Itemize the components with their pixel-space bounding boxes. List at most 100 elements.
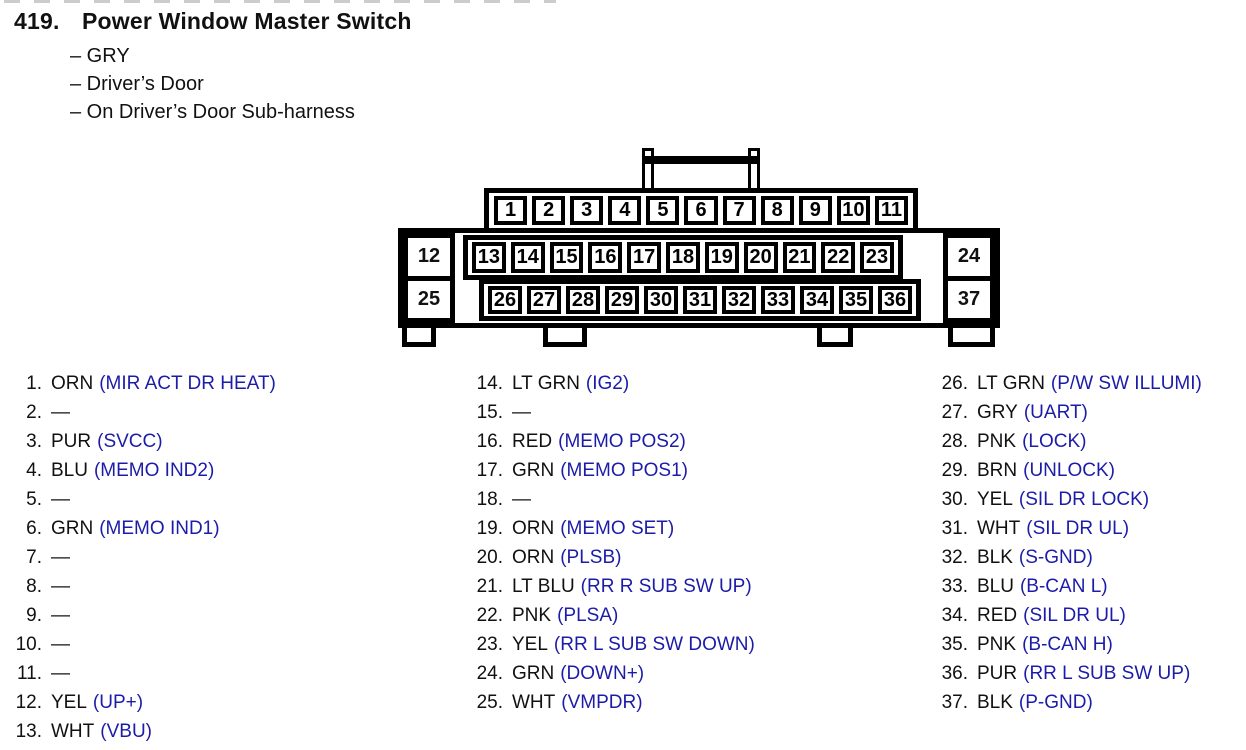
pin-number: 36 xyxy=(883,288,907,311)
wire-color: GRN xyxy=(512,663,555,684)
pin-cell: 28 xyxy=(566,286,600,314)
wire-color: PUR xyxy=(977,663,1018,684)
pinout-row: 23.YEL(RR L SUB SW DOWN) xyxy=(473,630,755,659)
pin-cell: 37 xyxy=(943,275,995,323)
wire-color: BLK xyxy=(977,692,1013,713)
pin-number: 16 xyxy=(594,246,617,268)
pinout-row: 29.BRN(UNLOCK) xyxy=(938,456,1202,485)
pin-cell: 14 xyxy=(510,242,545,273)
pin-cell: 1 xyxy=(494,196,528,225)
wire-color: BLU xyxy=(51,460,88,481)
signal-name: (SIL DR UL) xyxy=(1026,518,1130,539)
wire-color: RED xyxy=(977,605,1018,626)
pinout-row: 8.— xyxy=(12,572,276,601)
pinout-number: 19. xyxy=(476,518,503,539)
wire-color: — xyxy=(51,634,70,655)
pinout-number: 17. xyxy=(476,460,503,481)
pin-cell: 8 xyxy=(760,196,794,225)
pin-cell: 30 xyxy=(644,286,678,314)
pin-number: 30 xyxy=(649,288,673,311)
pin-number: 2 xyxy=(543,199,555,221)
pin-number: 8 xyxy=(771,199,783,221)
pin-cell: 16 xyxy=(588,242,623,273)
pin-cell: 21 xyxy=(782,242,817,273)
signal-name: (MEMO IND1) xyxy=(99,518,220,539)
pin-cell: 29 xyxy=(605,286,639,314)
pin-number: 21 xyxy=(788,246,811,268)
pin-number: 35 xyxy=(844,288,868,311)
pin-cell: 23 xyxy=(860,242,894,273)
signal-name: (S-GND) xyxy=(1018,547,1093,568)
signal-name: (PLSA) xyxy=(557,605,619,626)
wire-color: YEL xyxy=(512,634,548,655)
signal-name: (DOWN+) xyxy=(560,663,645,684)
pinout-number: 13. xyxy=(15,721,42,742)
pin-cell: 25 xyxy=(403,275,455,323)
subtitle-text: – Driver’s Door xyxy=(70,73,204,95)
wire-color: — xyxy=(51,402,70,423)
pinout-row: 24. GRN(DOWN+) xyxy=(473,659,755,688)
signal-name: (MEMO POS1) xyxy=(560,460,688,481)
pin-cell: 5 xyxy=(646,196,680,225)
connector-latch-bar xyxy=(642,156,760,164)
pin-cell: 24 xyxy=(943,233,995,281)
signal-name: (MEMO SET) xyxy=(560,518,675,539)
pin-cell: 15 xyxy=(549,242,584,273)
pin-cell: 9 xyxy=(798,196,832,225)
pin-cell: 27 xyxy=(527,286,561,314)
wire-color: ORN xyxy=(512,518,555,539)
pin-cell: 2 xyxy=(532,196,566,225)
pinout-row: 27.GRY(UART) xyxy=(938,398,1202,427)
signal-name: (IG2) xyxy=(585,373,630,394)
pinout-column-1: 1.ORN(MIR ACT DR HEAT) 2.— 3.PUR(SVCC) 4… xyxy=(12,369,276,746)
signal-name: (LOCK) xyxy=(1022,431,1087,452)
subtitle-text: – On Driver’s Door Sub-harness xyxy=(70,101,355,123)
pinout-number: 24. xyxy=(476,663,503,684)
signal-name: (VMPDR) xyxy=(561,692,643,713)
signal-name: (VBU) xyxy=(100,721,152,742)
connector-body: 12 25 13 14 15 16 17 18 xyxy=(398,228,1000,328)
pin-cell: 4 xyxy=(608,196,642,225)
pinout-row: 3.PUR(SVCC) xyxy=(12,427,276,456)
pinout-number: 25. xyxy=(476,692,503,713)
wire-color: YEL xyxy=(51,692,87,713)
pin-number: 26 xyxy=(493,288,517,311)
pinout-number: 29. xyxy=(941,460,968,481)
signal-name: (P/W SW ILLUMI) xyxy=(1050,373,1202,394)
pin-cell: 22 xyxy=(821,242,856,273)
pinout-row: 4.BLU(MEMO IND2) xyxy=(12,456,276,485)
signal-name: (MEMO POS2) xyxy=(558,431,686,452)
pinout-number: 30. xyxy=(941,489,968,510)
pinout-row: 17.GRN(MEMO POS1) xyxy=(473,456,755,485)
pin-cell: 35 xyxy=(839,286,873,314)
pin-number: 34 xyxy=(805,288,829,311)
signal-name: (RR L SUB SW DOWN) xyxy=(553,634,755,655)
subtitle-line: – GRY xyxy=(70,42,355,70)
wire-color: GRN xyxy=(51,518,94,539)
pin-cell: 26 xyxy=(488,286,522,314)
pinout-number: 28. xyxy=(941,431,968,452)
pin-row-26-36: 26 27 28 29 30 31 32 33 34 35 xyxy=(479,279,921,321)
pinout-number: 6. xyxy=(26,518,42,539)
pin-number: 15 xyxy=(555,246,578,268)
pin-number: 10 xyxy=(842,199,865,221)
signal-name: (P-GND) xyxy=(1018,692,1093,713)
connector-diagram: 1 2 3 4 5 6 7 8 9 10 11 xyxy=(398,148,1000,348)
pinout-row: 22.PNK(PLSA) xyxy=(473,601,755,630)
pin-number: 32 xyxy=(727,288,751,311)
signal-name: (UART) xyxy=(1023,402,1088,423)
pin-cell: 34 xyxy=(800,286,834,314)
pin-cell: 6 xyxy=(684,196,718,225)
pinout-row: 15.— xyxy=(473,398,755,427)
pinout-row: 25.WHT(VMPDR) xyxy=(473,688,755,717)
pinout-number: 34. xyxy=(941,605,968,626)
pin-number: 4 xyxy=(619,199,631,221)
pinout-column-2: 14.LT GRN(IG2) 15.— 16.RED(MEMO POS2) 17… xyxy=(473,369,755,717)
pin-number: 22 xyxy=(827,246,850,268)
wire-color: ORN xyxy=(512,547,555,568)
pinout-number: 36. xyxy=(941,663,968,684)
pinout-row: 7.— xyxy=(12,543,276,572)
pinout-row: 32.BLK(S-GND) xyxy=(938,543,1202,572)
pinout-number: 32. xyxy=(941,547,968,568)
wire-color: YEL xyxy=(977,489,1013,510)
